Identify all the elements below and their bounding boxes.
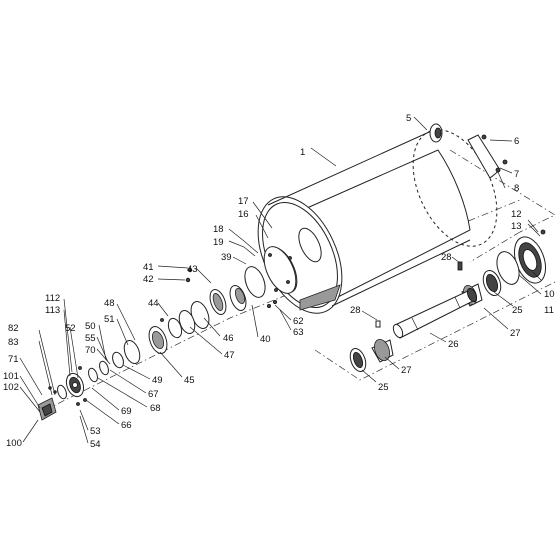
callout-26: 26 [448,339,459,350]
callout-12: 12 [511,209,522,220]
callout-82: 82 [8,323,19,334]
callout-45: 45 [184,375,195,386]
callout-101: 101 [3,371,19,382]
callout-18: 18 [213,224,224,235]
callout-8: 8 [514,183,519,194]
bracket-assembly [429,123,508,179]
callout-47: 47 [224,350,235,361]
leader-lines [19,116,542,444]
callout-25-right: 25 [512,305,523,316]
callout-40: 40 [260,334,271,345]
callout-71: 71 [8,354,19,365]
callout-1: 1 [300,147,305,158]
callout-44: 44 [148,298,159,309]
left-end-components [37,351,124,421]
callout-6: 6 [514,136,519,147]
callout-16: 16 [238,209,249,220]
callout-100: 100 [6,438,22,449]
callout-62: 62 [293,316,304,327]
assembly-center-lines [44,149,556,411]
callout-51: 51 [104,314,115,325]
callout-67: 67 [148,389,159,400]
callout-112: 112 [45,293,60,304]
right-end-ring [496,229,547,285]
callout-70: 70 [85,345,96,356]
callout-113: 113 [45,305,60,316]
callout-53: 53 [90,426,101,437]
callout-17: 17 [238,196,249,207]
left-bearing [349,338,394,373]
callout-10: 10 [544,289,555,300]
grease-nipples [375,261,463,328]
callout-52: 52 [65,323,76,334]
callout-25-left: 25 [378,382,389,393]
callout-83: 83 [8,337,19,348]
callout-7: 7 [514,169,519,180]
callout-19: 19 [213,237,224,248]
callout-28-left: 28 [350,305,361,316]
callout-11: 11 [544,305,554,316]
callout-39: 39 [221,252,232,263]
callout-63: 63 [293,327,304,338]
callout-46: 46 [223,333,234,344]
callout-5: 5 [406,113,411,124]
shaft [392,288,478,339]
callout-49: 49 [152,375,163,386]
callout-50: 50 [85,321,96,332]
callout-41: 41 [143,262,154,273]
callout-13: 13 [511,221,522,232]
callout-68: 68 [150,403,161,414]
callout-66: 66 [121,420,132,431]
callout-54: 54 [90,439,101,450]
callout-55: 55 [85,333,96,344]
callout-28-right: 28 [441,252,452,263]
callout-27-right: 27 [510,328,521,339]
callout-69: 69 [121,406,132,417]
callout-48: 48 [104,298,115,309]
callout-102: 102 [3,382,19,393]
callout-labels: 1 5 6 7 8 10 11 12 13 16 17 18 19 25 25 … [3,113,555,450]
callout-43: 43 [187,264,198,275]
end-disc [263,246,297,294]
hub-assembly [123,266,277,365]
callout-27-left: 27 [401,365,412,376]
callout-42: 42 [143,274,154,285]
